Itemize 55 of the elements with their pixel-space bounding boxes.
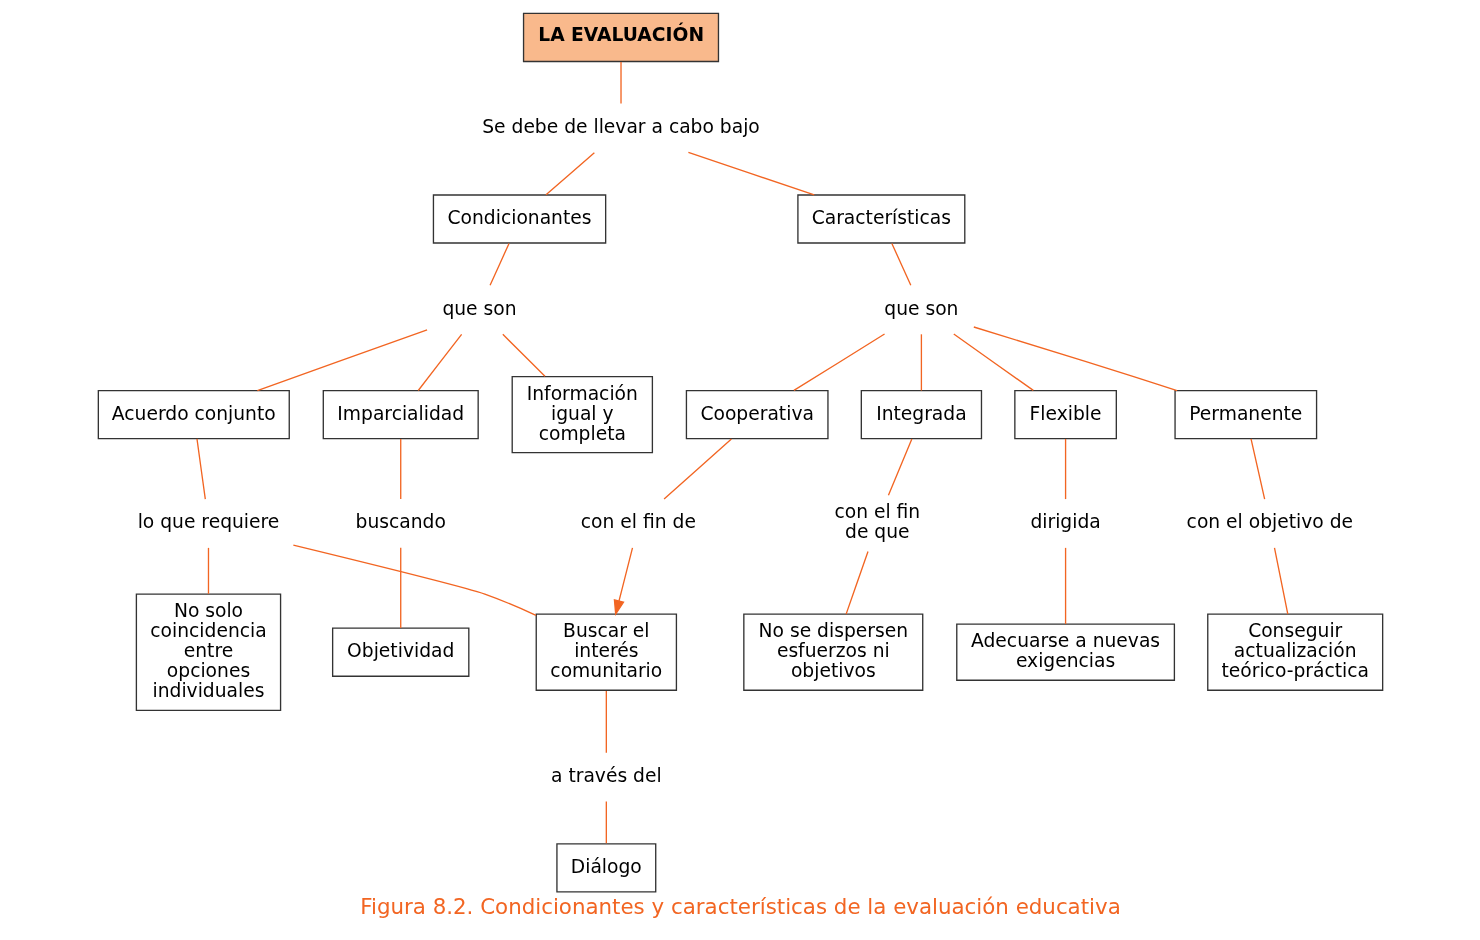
node-text: lo que requiere [137, 511, 279, 533]
node-box: Flexible [1013, 389, 1117, 440]
caption: Figura 8.2. Condicionantes y características de la evaluación educativa [359, 894, 1121, 920]
connector [972, 326, 1178, 392]
connector [1249, 438, 1265, 500]
connector [501, 333, 546, 377]
node-box: Cooperativa [685, 389, 829, 440]
connector [207, 547, 209, 595]
connector [417, 333, 462, 392]
connector [605, 800, 607, 844]
connector [952, 333, 1034, 392]
connector [687, 151, 815, 196]
node-box: Integrada [860, 389, 982, 440]
connector [488, 242, 510, 286]
node-box: Conseguir actualización teórico-práctica [1206, 613, 1383, 691]
node-text: Se debe de llevar a cabo bajo [481, 116, 760, 138]
node-text: a través del [550, 765, 662, 786]
connector [256, 329, 428, 392]
node-text: con el objetivo de [1186, 511, 1353, 533]
connector [792, 333, 885, 392]
node-box: Permanente [1173, 389, 1317, 440]
connector [195, 438, 206, 500]
connector [544, 152, 595, 196]
node-box: Imparcialidad [322, 389, 479, 440]
connector [920, 333, 922, 392]
connector [890, 242, 911, 286]
node-box: No se dispersen esfuerzos ni objetivos [742, 613, 923, 691]
node-box: Información igual y completa [511, 375, 653, 454]
node-box: Objetividad [331, 627, 469, 677]
connector [887, 438, 912, 496]
connector [399, 547, 401, 629]
node-box: Características [796, 194, 965, 244]
node-box: Diálogo [555, 843, 656, 893]
node-box: Adecuarse a nuevas exigencias [955, 623, 1175, 681]
node-box: Buscar el interés comunitario [535, 613, 677, 691]
connector [399, 438, 401, 500]
connector [1273, 547, 1288, 615]
node-box: LA EVALUACIÓN [522, 12, 719, 63]
node-text: buscando [355, 511, 446, 533]
connector [605, 690, 607, 754]
connector [292, 544, 537, 616]
node-box: Condicionantes [432, 194, 606, 244]
node-text: que son [883, 297, 958, 319]
connector [1064, 547, 1066, 625]
connector [844, 550, 869, 615]
connector [619, 61, 622, 105]
node-text: que son [441, 297, 517, 319]
node-text: con el fin de que [833, 501, 920, 543]
node-box: No solo coincidencia entre opciones individuales [135, 593, 281, 711]
connector [662, 438, 732, 500]
node-text: con el fin de [580, 511, 696, 533]
node-box: Acuerdo conjunto [97, 389, 290, 440]
node-text: dirigida [1029, 511, 1101, 533]
connector [1064, 438, 1066, 500]
arrow [613, 547, 633, 616]
